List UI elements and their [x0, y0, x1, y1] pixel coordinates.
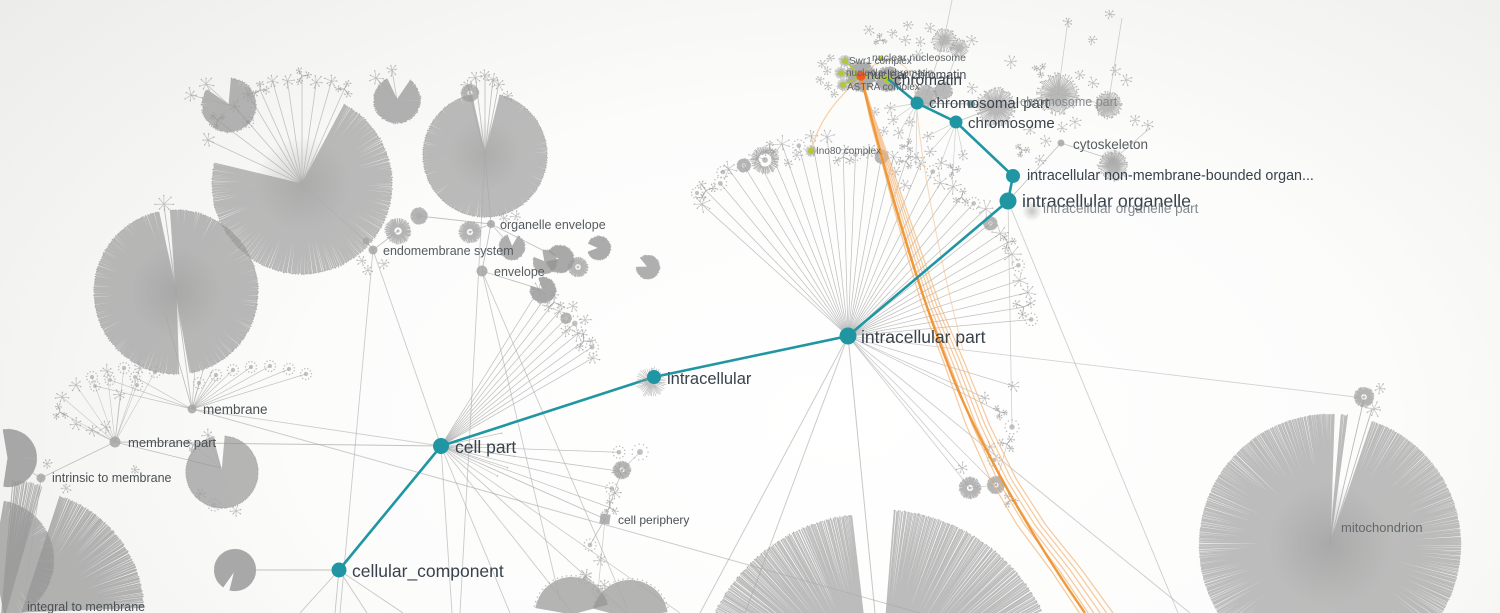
svg-text:cytoskeleton: cytoskeleton [1073, 137, 1148, 152]
svg-text:intracellular part: intracellular part [861, 327, 986, 347]
svg-text:intrinsic to membrane: intrinsic to membrane [52, 471, 172, 485]
svg-text:chromatin: chromatin [894, 72, 962, 89]
svg-text:Swr1 complex: Swr1 complex [849, 56, 912, 67]
svg-text:ASTRA complex: ASTRA complex [847, 82, 920, 93]
svg-text:organelle envelope: organelle envelope [500, 218, 606, 232]
svg-text:chromosomal part: chromosomal part [929, 95, 1050, 112]
svg-text:chromosome part: chromosome part [1020, 95, 1118, 109]
svg-text:intracellular organelle part: intracellular organelle part [1043, 201, 1199, 216]
svg-text:intracellular: intracellular [667, 370, 752, 388]
svg-text:cell periphery: cell periphery [618, 513, 689, 527]
svg-text:Ino80 complex: Ino80 complex [816, 146, 881, 157]
svg-text:intracellular non-membrane-bou: intracellular non-membrane-bounded organ… [1027, 168, 1314, 184]
svg-text:envelope: envelope [494, 265, 545, 279]
svg-text:nucleolar chromatin: nucleolar chromatin [846, 68, 933, 79]
svg-text:cell part: cell part [455, 437, 516, 457]
svg-text:nuclear chromatin: nuclear chromatin [867, 68, 966, 82]
svg-text:membrane part: membrane part [128, 435, 217, 450]
svg-text:membrane: membrane [203, 402, 268, 417]
svg-text:cellular_component: cellular_component [352, 561, 504, 582]
svg-text:mitochondrion: mitochondrion [1341, 520, 1423, 535]
svg-text:integral to membrane: integral to membrane [27, 600, 145, 613]
svg-text:intracellular organelle: intracellular organelle [1022, 191, 1191, 211]
svg-text:nuclear nucleosome: nuclear nucleosome [872, 52, 966, 64]
svg-text:chromosome: chromosome [968, 115, 1055, 132]
svg-text:endomembrane system: endomembrane system [383, 244, 514, 258]
